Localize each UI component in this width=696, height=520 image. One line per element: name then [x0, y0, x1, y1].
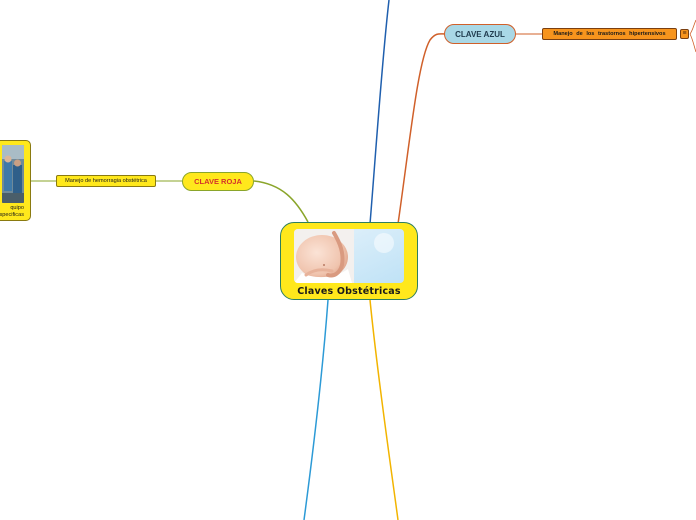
collapse-toggle-icon[interactable]: ≡	[680, 29, 689, 39]
connector-yellow-down	[370, 300, 398, 520]
connector-blue-up	[370, 0, 389, 224]
connector-clave-azul	[398, 34, 446, 224]
manejo-hemorragia-node[interactable]: Manejo de hemorragia obstétrica	[56, 175, 156, 187]
medical-team-photo	[2, 145, 24, 203]
equipo-card-line-2: specificas	[0, 212, 24, 219]
clave-azul-node[interactable]: CLAVE AZUL	[444, 24, 516, 44]
connector-azul-stub-down	[690, 34, 696, 52]
pregnant-belly-photo	[294, 229, 404, 283]
connector-clave-roja	[254, 181, 308, 222]
equipo-card-line-1: quipo	[0, 205, 24, 212]
manejo-hipertensivos-node[interactable]: Manejo de los trastornos hipertensivos	[542, 28, 677, 40]
central-topic[interactable]: Claves Obstétricas	[280, 222, 418, 300]
connector-cyan-down	[304, 300, 328, 520]
connector-azul-stub-up	[690, 20, 696, 34]
clave-roja-node[interactable]: CLAVE ROJA	[182, 172, 254, 191]
equipo-card-node[interactable]: quipo specificas	[0, 140, 31, 221]
equipo-card-text: quipo specificas	[0, 205, 24, 219]
central-topic-title: Claves Obstétricas	[297, 286, 401, 297]
